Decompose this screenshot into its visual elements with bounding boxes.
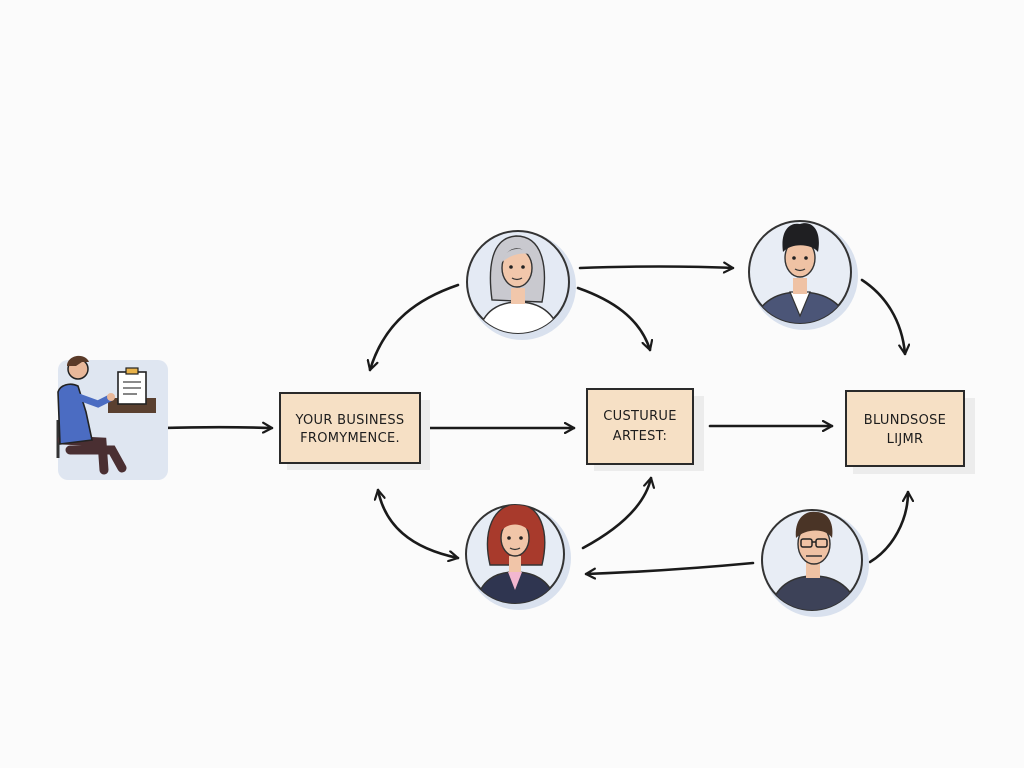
arrow-avatar3-to-customer [581,476,651,550]
arrow-worker-to-business [160,427,274,428]
arrow-avatar2-to-blundsose [860,278,905,356]
box-blundsose-line1: BLUNDSOSE [864,413,946,428]
box-customer-line2: ARTEST: [613,429,667,444]
red-haired-woman-avatar [465,504,571,610]
man-with-glasses-avatar [761,509,869,617]
arrow-business-avatar3-bidirectional [378,488,460,558]
box-blundsose-line2: LIJMR [887,432,924,447]
arrow-avatar1-to-business [370,283,460,372]
arrow-avatar1-to-avatar2 [578,267,735,269]
gray-haired-woman-avatar [466,230,576,340]
box-blundsose: BLUNDSOSE LIJMR [845,390,975,474]
box-business: YOUR BUSINESS FROMYMENCE. [279,392,430,470]
dark-haired-man-avatar [748,220,858,330]
arrow-avatar4-to-blundsose [868,490,908,564]
person-at-desk-icon [56,355,168,480]
arrow-avatar1-to-customer [576,286,650,352]
box-customer: CUSTURUE ARTEST: [586,388,704,471]
box-customer-line1: CUSTURUE [603,409,676,424]
box-business-line1: YOUR BUSINESS [294,413,404,428]
box-business-line2: FROMYMENCE. [300,431,400,446]
arrow-avatar4-to-avatar3 [584,561,755,574]
